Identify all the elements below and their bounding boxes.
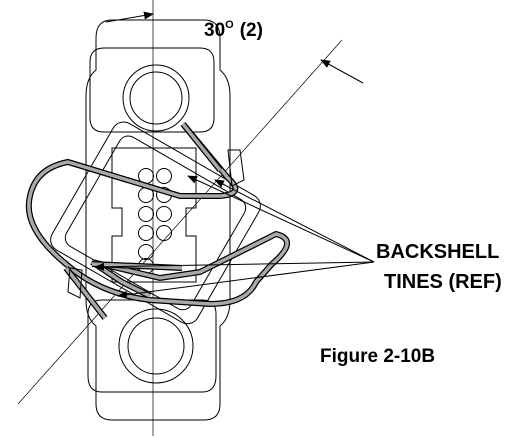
tine-tab-lower: [67, 267, 83, 299]
angled-reference-line: [17, 39, 343, 405]
backshell-outer: [50, 121, 261, 325]
connector-insert: [111, 147, 197, 283]
cable-tie: [25, 122, 290, 320]
tine-tab-upper: [227, 149, 245, 187]
top-flange: [89, 47, 215, 133]
connector-shell-outline: [85, 19, 231, 421]
bottom-jackscrew-outer: [118, 308, 194, 384]
bottom-flange: [87, 299, 217, 393]
backshell-inner: [64, 135, 247, 311]
callout-leader-lines: [94, 175, 375, 299]
top-jackscrew-outer: [122, 64, 190, 132]
callout-label-line1: BACKSHELL: [376, 241, 499, 263]
callout-label-line2: TINES (REF): [384, 271, 502, 293]
angle-dimension-arrow-left: [105, 11, 154, 23]
figure-caption: Figure 2-10B: [320, 346, 435, 367]
angle-label: 30O(2): [204, 19, 263, 41]
top-jackscrew-inner: [129, 71, 183, 125]
bottom-jackscrew-inner: [127, 317, 185, 375]
angle-dimension-arrow-right: [320, 59, 364, 84]
